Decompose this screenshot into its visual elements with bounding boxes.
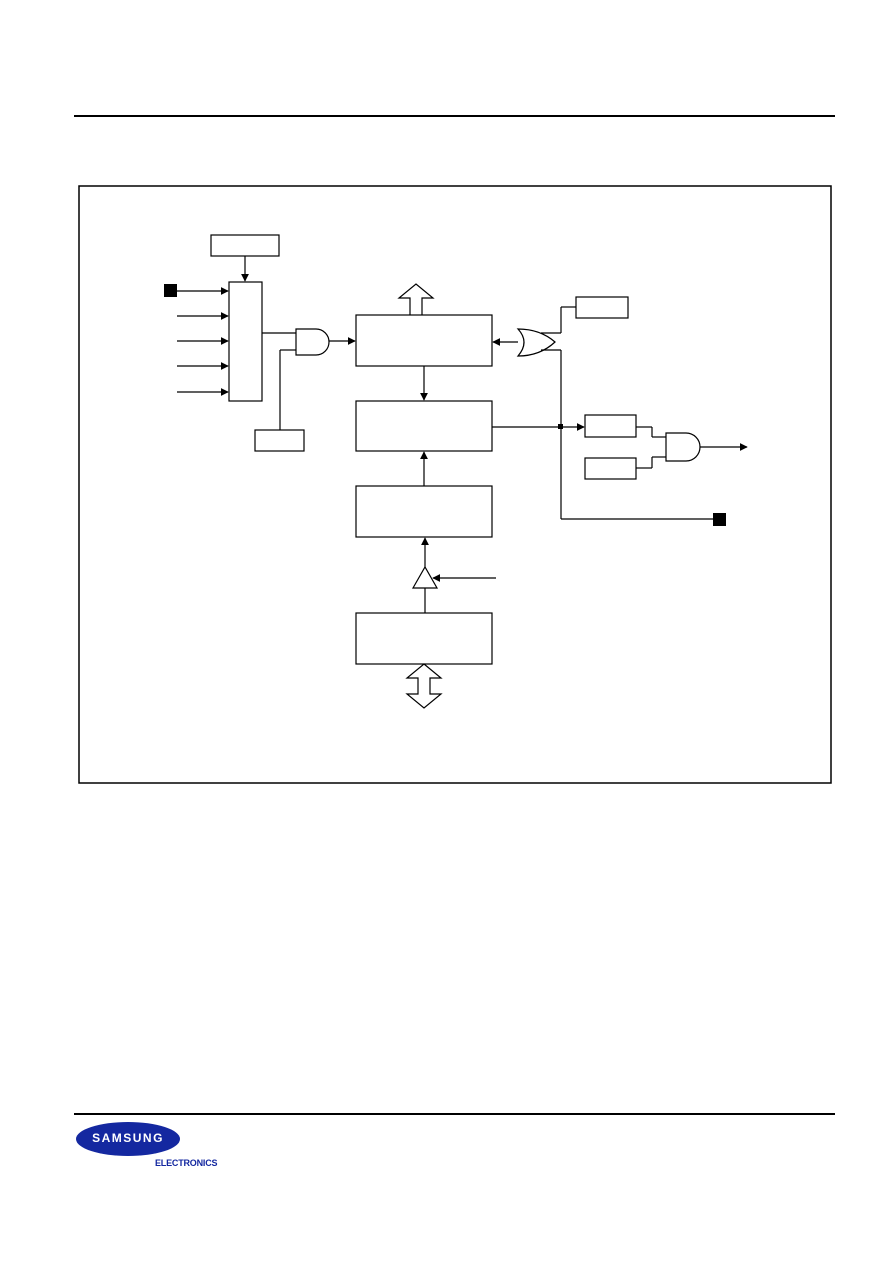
footer-rule bbox=[74, 1113, 835, 1115]
junction-dot bbox=[558, 424, 563, 429]
buffer-register-box bbox=[355, 612, 493, 665]
samsung-logo: SAMSUNG ELECTRONICS bbox=[76, 1122, 226, 1174]
enable-box bbox=[254, 429, 305, 452]
diagram-frame bbox=[78, 185, 832, 784]
comparator-box bbox=[355, 400, 493, 452]
and-gate-1 bbox=[295, 328, 330, 356]
data-bus-bidirectional-arrow bbox=[405, 663, 443, 709]
data-bus-up-arrow bbox=[397, 283, 435, 315]
counter-box bbox=[355, 314, 493, 367]
or-gate bbox=[516, 328, 556, 357]
interrupt-enable-box bbox=[584, 457, 637, 480]
reference-register-box bbox=[355, 485, 493, 538]
samsung-logo-division: ELECTRONICS bbox=[155, 1158, 218, 1168]
clear-source-box bbox=[575, 296, 629, 319]
samsung-logo-oval bbox=[76, 1122, 180, 1156]
and-gate-2 bbox=[665, 432, 701, 462]
output-pin-square bbox=[713, 513, 726, 526]
samsung-logo-wordmark: SAMSUNG bbox=[92, 1131, 164, 1145]
input-selector-box bbox=[228, 281, 263, 402]
header-rule bbox=[74, 115, 835, 117]
top-label-box bbox=[210, 234, 280, 257]
interrupt-flag-box bbox=[584, 414, 637, 438]
input-pin-square bbox=[164, 284, 177, 297]
